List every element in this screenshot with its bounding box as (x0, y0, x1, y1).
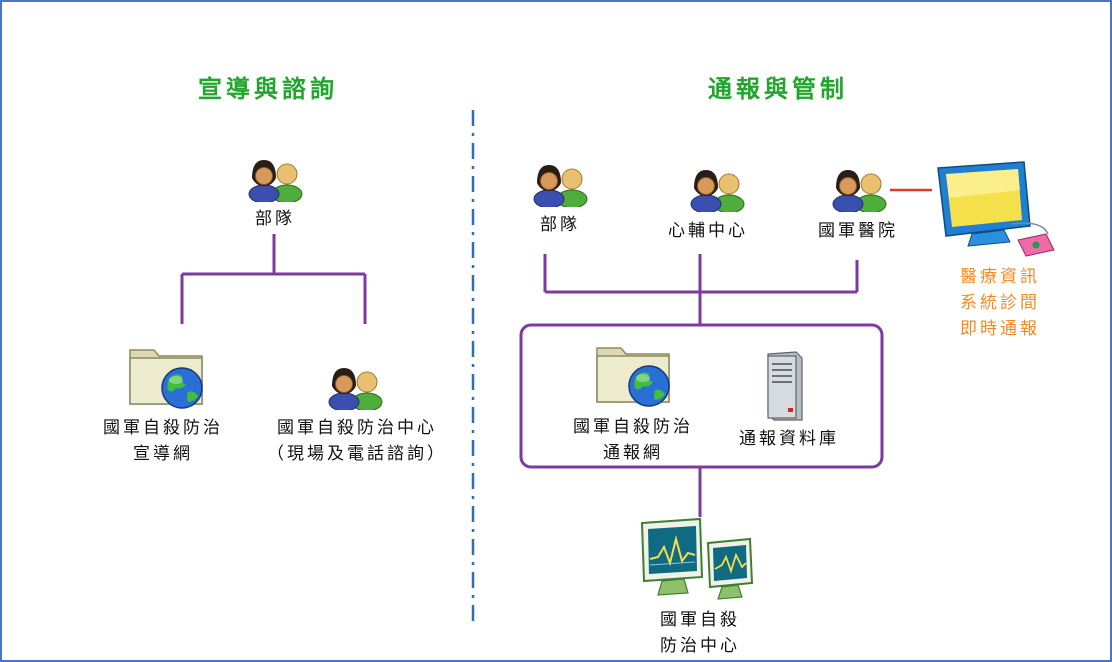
left-web-label: 國軍自殺防治 宣導網 (88, 415, 238, 467)
right-hospital-label: 國軍醫院 (818, 221, 898, 241)
monitor-center-label: 國軍自殺 防治中心 (624, 607, 776, 659)
left-center-label: 國軍自殺防治中心 （現場及電話諮詢） (252, 415, 462, 467)
left-troops-label: 部隊 (255, 209, 295, 229)
monitor-center-label-line1: 國軍自殺 (660, 610, 740, 630)
report-web-label-line1: 國軍自殺防治 (573, 417, 693, 437)
people-icon (533, 165, 588, 207)
folder-globe-icon (129, 349, 203, 409)
medical-system-label: 醫療資訊 系統診間 即時通報 (938, 264, 1062, 342)
folder-globe-icon (596, 347, 670, 407)
medical-system-label-line2: 系統診間 (960, 293, 1040, 313)
left-center-label-line2: （現場及電話諮詢） (267, 444, 447, 464)
left-section-title: 宣導與諮詢 (198, 74, 338, 103)
server-icon (767, 351, 803, 421)
monitor-center-label-line2: 防治中心 (660, 636, 740, 656)
people-icon (248, 160, 303, 202)
medical-system-label-line3: 即時通報 (960, 319, 1040, 339)
report-web-label: 國軍自殺防治 通報網 (558, 414, 708, 466)
monitors-icon (640, 517, 754, 600)
people-icon (832, 170, 887, 212)
left-center-label-line1: 國軍自殺防治中心 (277, 418, 437, 438)
database-label: 通報資料庫 (739, 429, 839, 449)
left-web-label-line2: 宣導網 (133, 444, 193, 464)
right-section-title: 通報與管制 (708, 74, 848, 103)
medical-system-label-line1: 醫療資訊 (960, 267, 1040, 287)
people-icon (328, 368, 383, 410)
right-troops-label: 部隊 (540, 215, 580, 235)
right-counseling-label: 心輔中心 (668, 221, 748, 241)
left-web-label-line1: 國軍自殺防治 (103, 418, 223, 438)
report-web-label-line2: 通報網 (603, 443, 663, 463)
people-icon (690, 170, 745, 212)
computer-icon (937, 161, 1055, 257)
